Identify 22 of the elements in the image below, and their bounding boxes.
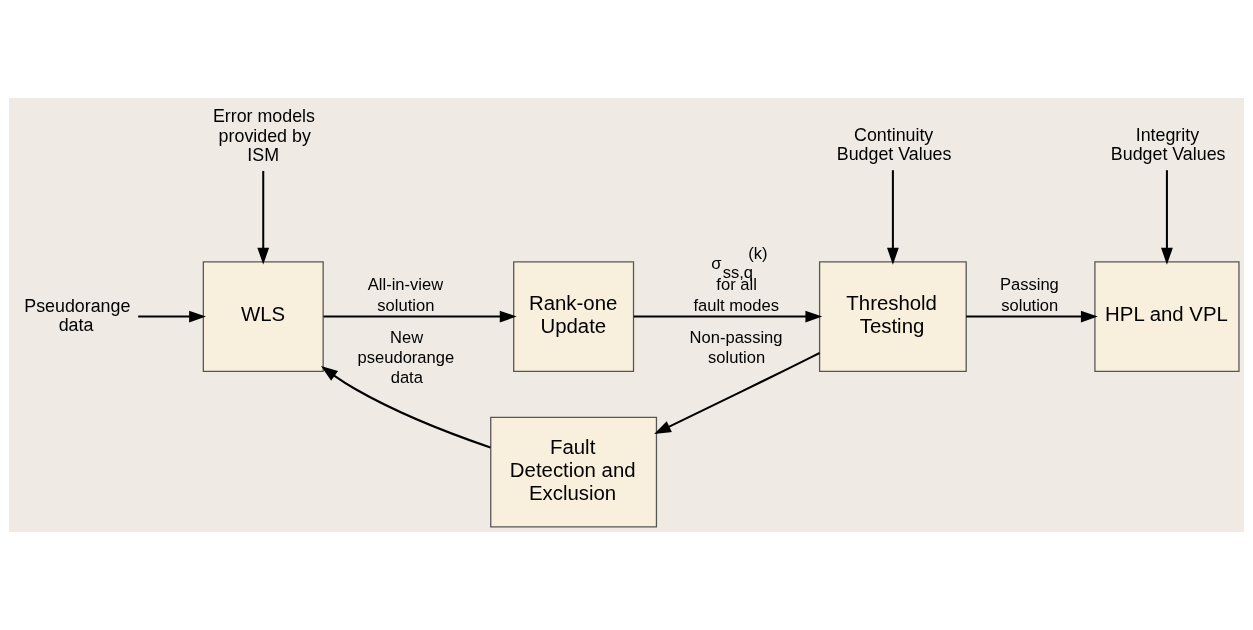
node-text: Error models provided by ISM <box>212 106 315 165</box>
node-box: Rank-one Update <box>513 261 635 373</box>
node-text: Pseudorange data <box>24 295 131 335</box>
arrow <box>633 310 823 323</box>
arrow <box>257 170 270 265</box>
arrow <box>887 170 899 265</box>
arrow <box>320 366 491 449</box>
edge-label: Non-passing solution <box>689 327 783 367</box>
arrow <box>654 352 821 434</box>
edge-label: All-in-view solution <box>367 275 444 315</box>
node-box: Threshold Testing <box>818 261 967 373</box>
arrow <box>966 310 1098 323</box>
node-box: Fault Detection and Exclusion <box>490 416 658 528</box>
node-text: Continuity Budget Values <box>836 124 952 165</box>
node-text: Integrity Budget Values <box>1110 124 1226 165</box>
arrow <box>138 310 206 323</box>
arrow <box>1161 170 1173 265</box>
edge-label: Passing solution <box>999 275 1059 315</box>
arrow <box>323 310 517 323</box>
node-box: HPL and VPL <box>1094 261 1240 373</box>
node-box: WLS <box>202 261 324 373</box>
edge-label: New pseudorange data <box>357 327 455 388</box>
